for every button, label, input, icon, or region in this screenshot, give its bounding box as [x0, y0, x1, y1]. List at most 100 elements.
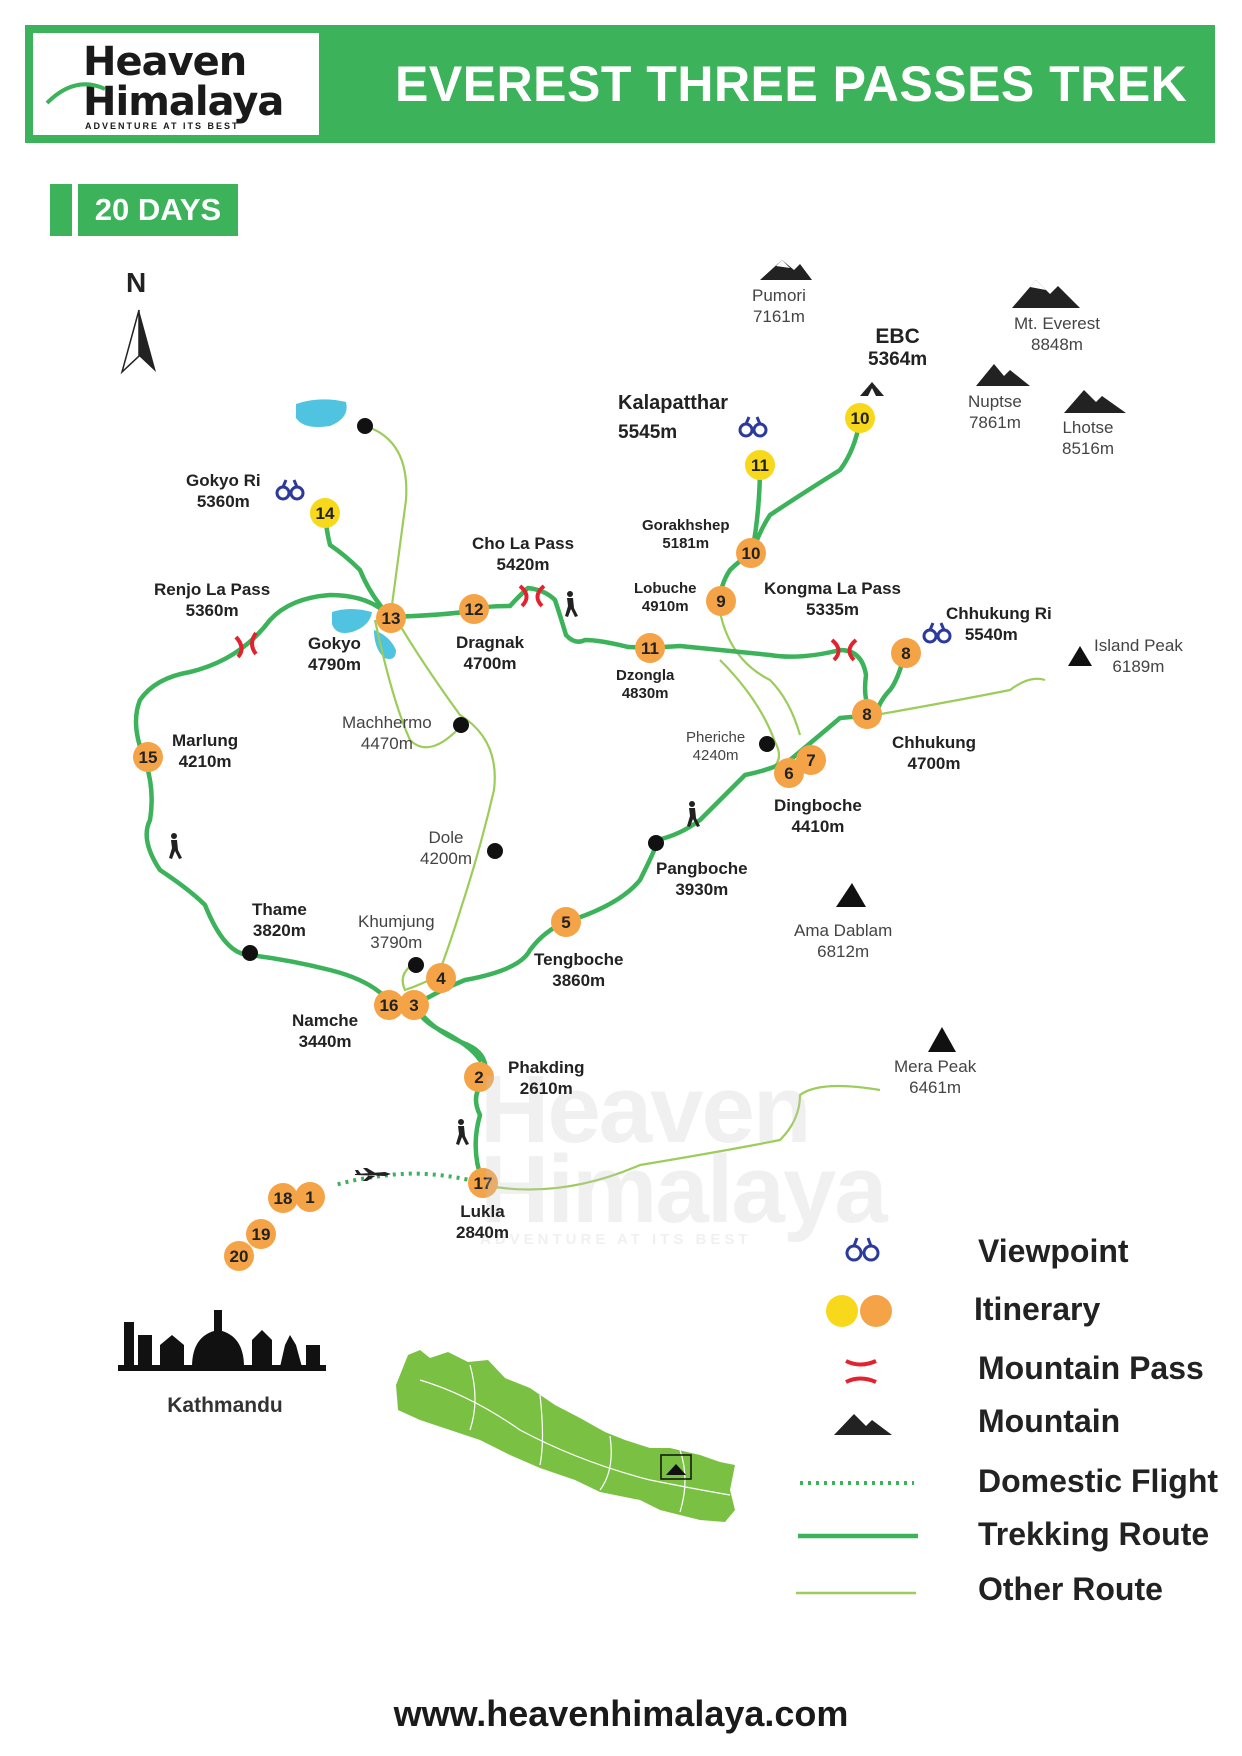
itinerary-marker-day-16[interactable]: 16 [374, 990, 404, 1020]
itinerary-marker-day-12[interactable]: 12 [459, 594, 489, 624]
kathmandu-skyline-icon [118, 1310, 326, 1371]
watermark-tagline: ADVENTURE AT ITS BEST [480, 1231, 752, 1248]
itinerary-marker-label: 4 [436, 969, 446, 988]
itinerary-marker-day-4[interactable]: 4 [426, 963, 456, 993]
duration-badge: 20 DAYS [78, 184, 238, 236]
itinerary-marker-label: 9 [716, 592, 725, 611]
legend-label-domestic-flight: Domestic Flight [978, 1463, 1219, 1499]
itinerary-marker-day-5[interactable]: 5 [551, 907, 581, 937]
legend-label-itinerary: Itinerary [974, 1291, 1101, 1327]
itinerary-marker-day-1[interactable]: 1 [295, 1182, 325, 1212]
itinerary-marker-day-10[interactable]: 10 [845, 403, 875, 433]
legend-label-mountain: Mountain [978, 1403, 1121, 1439]
itinerary-marker-day-18[interactable]: 18 [268, 1183, 298, 1213]
everest-mountain-icon [1012, 280, 1080, 308]
itinerary-marker-day-17[interactable]: 17 [468, 1168, 498, 1198]
legend-mountain-icon [834, 1414, 892, 1435]
itinerary-marker-day-6[interactable]: 6 [774, 758, 804, 788]
itinerary-marker-day-9[interactable]: 9 [706, 586, 736, 616]
itinerary-marker-day-13[interactable]: 13 [376, 603, 406, 633]
page-title: EVEREST THREE PASSES TREK [395, 56, 1188, 112]
itinerary-marker-day-10[interactable]: 10 [736, 538, 766, 568]
mountain-pass-icon [234, 631, 258, 659]
hiker-icon [456, 1119, 469, 1145]
legend-label-mountain-pass: Mountain Pass [978, 1350, 1204, 1386]
itinerary-marker-day-15[interactable]: 15 [133, 742, 163, 772]
duration-badge-tab [50, 184, 72, 236]
itinerary-marker-label: 12 [465, 600, 484, 619]
itinerary-marker-label: 1 [305, 1188, 314, 1207]
itinerary-marker-day-8[interactable]: 8 [852, 699, 882, 729]
itinerary-marker-label: 8 [862, 705, 871, 724]
itinerary-marker-day-20[interactable]: 20 [224, 1241, 254, 1271]
hiker-icon [565, 591, 578, 617]
itinerary-marker-day-11[interactable]: 11 [635, 633, 665, 663]
nuptse-mountain-icon [976, 364, 1030, 386]
website-url[interactable]: www.heavenhimalaya.com [393, 1693, 849, 1734]
binoculars-icon [922, 622, 952, 644]
logo-tagline: ADVENTURE AT ITS BEST [85, 121, 240, 131]
itinerary-marker-day-19[interactable]: 19 [246, 1219, 276, 1249]
itinerary-marker-day-14[interactable]: 14 [310, 498, 340, 528]
itinerary-marker-day-8[interactable]: 8 [891, 638, 921, 668]
stop-dots [242, 418, 775, 973]
north-label: N [126, 267, 147, 298]
north-arrow-icon [120, 309, 156, 375]
itinerary-marker-label: 17 [474, 1174, 493, 1193]
island-peak-icon [1068, 646, 1092, 666]
header-banner: Heaven Himalaya ADVENTURE AT ITS BEST EV… [25, 25, 1215, 143]
itinerary-marker-label: 19 [252, 1225, 271, 1244]
itinerary-marker-day-2[interactable]: 2 [464, 1062, 494, 1092]
legend-binoculars-icon [845, 1237, 880, 1262]
legend-mountain-pass-icon [845, 1359, 877, 1384]
itinerary-marker-day-11[interactable]: 11 [745, 450, 775, 480]
itinerary-marker-label: 6 [784, 764, 793, 783]
pumori-mountain-icon [760, 260, 812, 280]
itinerary-marker-label: 11 [751, 456, 769, 475]
itinerary-marker-label: 18 [274, 1189, 293, 1208]
itinerary-marker-label: 5 [561, 913, 570, 932]
itinerary-marker-label: 20 [230, 1247, 249, 1266]
itinerary-marker-label: 2 [474, 1068, 483, 1087]
itinerary-marker-day-7[interactable]: 7 [796, 745, 826, 775]
itinerary-marker-label: 14 [316, 504, 335, 523]
mountain-pass-icon [830, 638, 858, 662]
itinerary-marker-label: 11 [641, 639, 659, 658]
brand-logo[interactable]: Heaven Himalaya ADVENTURE AT ITS BEST [33, 33, 319, 135]
itinerary-marker-day-3[interactable]: 3 [399, 990, 429, 1020]
